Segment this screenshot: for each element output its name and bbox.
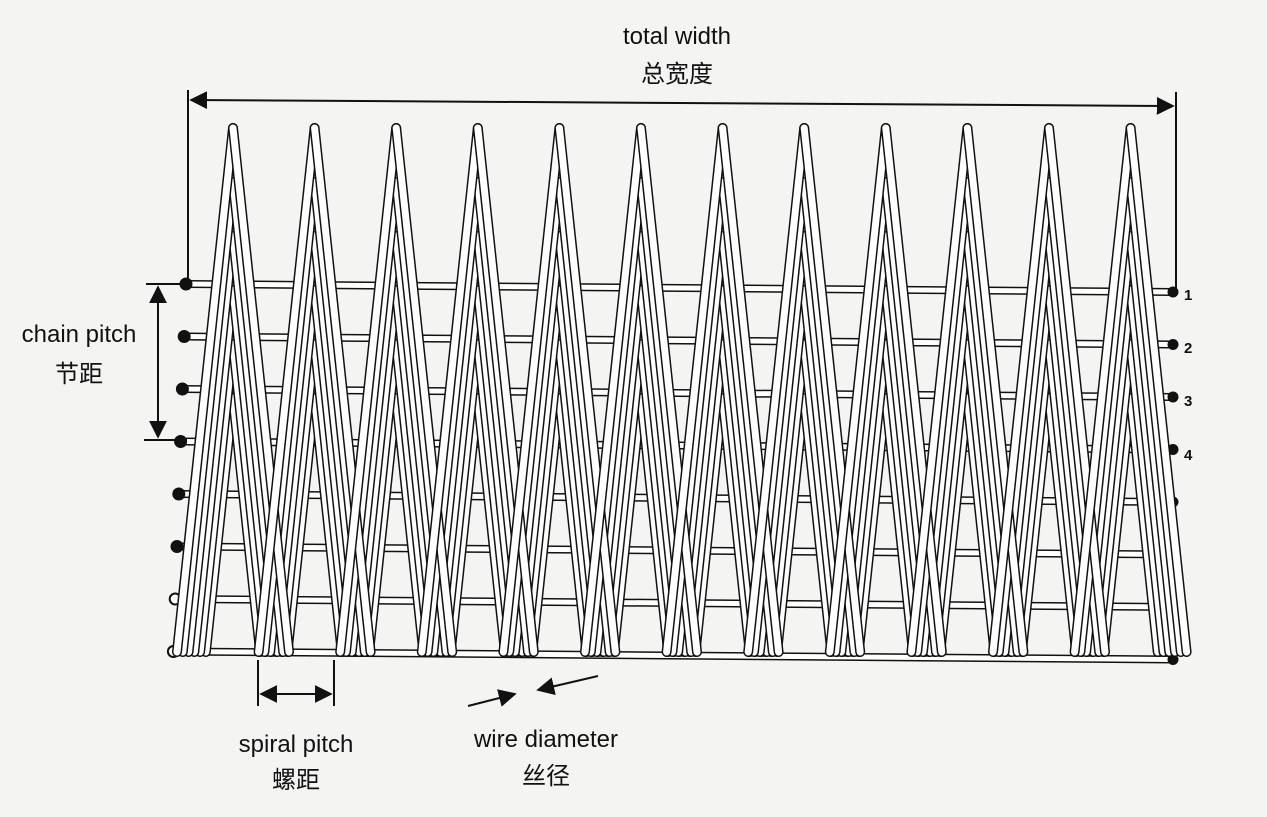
spiral-8-layer-6-left-leg bbox=[773, 394, 808, 656]
spiral-4-layer-1-right-leg bbox=[474, 124, 538, 656]
rod-end-right-2 bbox=[1167, 339, 1179, 350]
spiral-5-layer-6-right-leg bbox=[555, 394, 591, 656]
row-number-4: 4 bbox=[1184, 447, 1193, 464]
spiral-5-layer-6-left-leg bbox=[528, 394, 563, 656]
spiral-12-layer-6-left-leg bbox=[1099, 394, 1135, 656]
spiral-2-layer-1-right-leg bbox=[311, 124, 375, 656]
spiral-1-layer-6-left-leg bbox=[202, 394, 237, 656]
rod-end-right-3 bbox=[1167, 391, 1179, 403]
wire-diameter-label-zh: 丝径 bbox=[522, 763, 570, 790]
row-number-3: 3 bbox=[1184, 393, 1193, 410]
spiral-8-layer-1-left-leg bbox=[744, 124, 808, 656]
spiral-12-layer-2-left-leg bbox=[1076, 178, 1135, 656]
spiral-10-layer-1-right-leg bbox=[963, 124, 1027, 656]
spiral-12-layer-4-right-leg bbox=[1127, 286, 1173, 656]
spiral-3-layer-1-left-leg bbox=[336, 124, 400, 656]
wire-diameter-label: wire diameter bbox=[473, 726, 619, 753]
rod-end-left-2 bbox=[177, 330, 191, 343]
spiral-pitch-label-zh: 螺距 bbox=[272, 767, 320, 794]
spiral-10-layer-6-left-leg bbox=[936, 394, 971, 656]
spiral-5-layer-2-left-leg bbox=[505, 178, 563, 656]
spiral-2-layer-1-left-leg bbox=[255, 124, 319, 656]
spiral-7-layer-6-right-leg bbox=[719, 394, 754, 656]
spiral-1-layer-6-right-leg bbox=[229, 394, 264, 656]
spiral-12-layer-1-right-leg bbox=[1127, 124, 1191, 656]
spiral-12-layer-3-right-leg bbox=[1127, 232, 1179, 656]
row-number-2: 2 bbox=[1184, 340, 1193, 357]
spiral-11-layer-1-left-leg bbox=[989, 124, 1053, 656]
spiral-6-layer-6-right-leg bbox=[637, 394, 672, 656]
spiral-10-layer-1-left-leg bbox=[907, 124, 971, 656]
spiral-9-layer-1-right-leg bbox=[882, 124, 946, 656]
row-number-1: 1 bbox=[1184, 287, 1193, 304]
spiral-6-layer-1-left-leg bbox=[581, 124, 645, 656]
spiral-3-layer-6-right-leg bbox=[392, 394, 427, 656]
spiral-9-layer-1-left-leg bbox=[826, 124, 890, 656]
rod-end-left-3 bbox=[175, 382, 189, 396]
connector-rod-1 bbox=[183, 281, 1176, 295]
spiral-2-layer-2-left-leg bbox=[260, 178, 319, 656]
spiral-4-layer-6-left-leg bbox=[447, 394, 482, 656]
spiral-12-layer-5-right-leg bbox=[1127, 340, 1168, 656]
spiral-7-layer-6-left-leg bbox=[691, 394, 727, 656]
connector-rod-2 bbox=[181, 334, 1176, 347]
spiral-1-layer-1-right-leg bbox=[229, 124, 293, 656]
wire-diameter-left-arrow bbox=[467, 689, 517, 707]
total-width-label-zh: 总宽度 bbox=[641, 61, 713, 88]
spiral-4-layer-2-left-leg bbox=[424, 178, 482, 656]
spiral-2-layer-6-left-leg bbox=[283, 394, 319, 656]
rod-end-left-5 bbox=[172, 487, 186, 501]
spiral-1-layer-3-left-leg bbox=[185, 232, 237, 656]
chain-pitch-label-zh: 节距 bbox=[55, 361, 103, 388]
spiral-12-layer-1-left-leg bbox=[1071, 124, 1135, 656]
spiral-12-layer-6-right-leg bbox=[1127, 394, 1162, 656]
spiral-3-layer-6-left-leg bbox=[365, 394, 400, 656]
spiral-4-layer-6-right-leg bbox=[474, 394, 509, 656]
spiral-11-layer-1-right-leg bbox=[1045, 124, 1109, 656]
spiral-11-layer-6-left-leg bbox=[1018, 394, 1053, 656]
chain-pitch-label: chain pitch bbox=[21, 321, 137, 348]
spiral-7-layer-1-right-leg bbox=[719, 124, 783, 656]
wire-diameter-right-arrow bbox=[536, 675, 599, 696]
spiral-10-layer-2-left-leg bbox=[913, 178, 971, 656]
spiral-8-layer-1-right-leg bbox=[800, 124, 864, 656]
spiral-1-layer-5-left-leg bbox=[196, 340, 237, 656]
spiral-pitch-label: spiral pitch bbox=[238, 731, 354, 758]
spiral-1-layer-2-left-leg bbox=[179, 178, 237, 656]
dimension-lines bbox=[144, 90, 1177, 707]
mesh-body bbox=[166, 123, 1192, 665]
spiral-9-layer-2-left-leg bbox=[832, 178, 890, 656]
spiral-2-layer-6-right-leg bbox=[311, 394, 346, 656]
spiral-1-layer-4-left-leg bbox=[190, 286, 237, 656]
spiral-11-layer-6-right-leg bbox=[1045, 394, 1080, 656]
spiral-1-layer-1-left-leg bbox=[173, 124, 237, 656]
spiral-9-layer-6-left-leg bbox=[855, 394, 890, 656]
total-width-arrow bbox=[189, 91, 1175, 115]
spiral-6-layer-1-right-leg bbox=[637, 124, 701, 656]
rod-end-left-4 bbox=[174, 435, 188, 448]
spiral-4-layer-1-left-leg bbox=[418, 124, 482, 656]
spiral-7-layer-2-left-leg bbox=[668, 178, 727, 656]
spiral-11-layer-2-left-leg bbox=[995, 178, 1053, 656]
spiral-8-layer-2-left-leg bbox=[750, 178, 808, 656]
spiral-7-layer-1-left-leg bbox=[663, 124, 727, 656]
total-width-label: total width bbox=[622, 23, 732, 50]
spiral-6-layer-2-left-leg bbox=[587, 178, 645, 656]
spiral-6-layer-6-left-leg bbox=[610, 394, 645, 656]
spiral-5-layer-1-left-leg bbox=[499, 124, 563, 656]
spiral-3-layer-2-left-leg bbox=[342, 178, 400, 656]
spiral-12-layer-2-right-leg bbox=[1127, 178, 1185, 656]
spiral-8-layer-6-right-leg bbox=[800, 394, 835, 656]
spiral-9-layer-6-right-leg bbox=[882, 394, 917, 656]
spiral-3-layer-1-right-leg bbox=[392, 124, 456, 656]
spiral-5-layer-1-right-leg bbox=[555, 124, 619, 656]
rod-end-left-6 bbox=[170, 540, 184, 553]
spiral-10-layer-6-right-leg bbox=[963, 394, 999, 656]
